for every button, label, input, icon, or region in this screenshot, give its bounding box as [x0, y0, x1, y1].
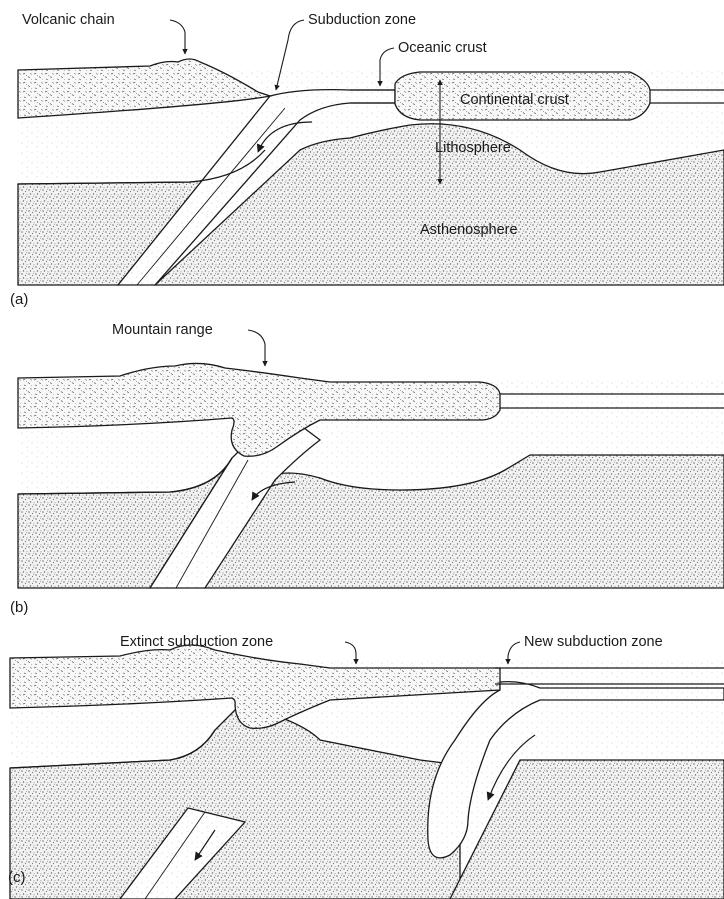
label-lithosphere: Lithosphere	[435, 140, 511, 156]
panel-b	[18, 363, 724, 588]
panel-a	[18, 59, 724, 285]
label-asthenosphere: Asthenosphere	[420, 222, 518, 238]
label-volcanic-chain: Volcanic chain	[22, 12, 115, 28]
label-continental-crust: Continental crust	[460, 92, 569, 108]
leader-mountain-range	[248, 330, 265, 366]
label-new-subduction-zone: New subduction zone	[524, 634, 663, 650]
panel-c	[10, 645, 724, 899]
label-oceanic-crust: Oceanic crust	[398, 40, 487, 56]
panel-tag-b: (b)	[10, 599, 28, 616]
leader-volcanic-chain	[170, 20, 185, 54]
panel-tag-a: (a)	[10, 291, 28, 308]
panel-tag-c: (c)	[8, 869, 26, 886]
label-subduction-zone: Subduction zone	[308, 12, 416, 28]
label-mountain-range: Mountain range	[112, 322, 213, 338]
label-extinct-subduction-zone: Extinct subduction zone	[120, 634, 273, 650]
